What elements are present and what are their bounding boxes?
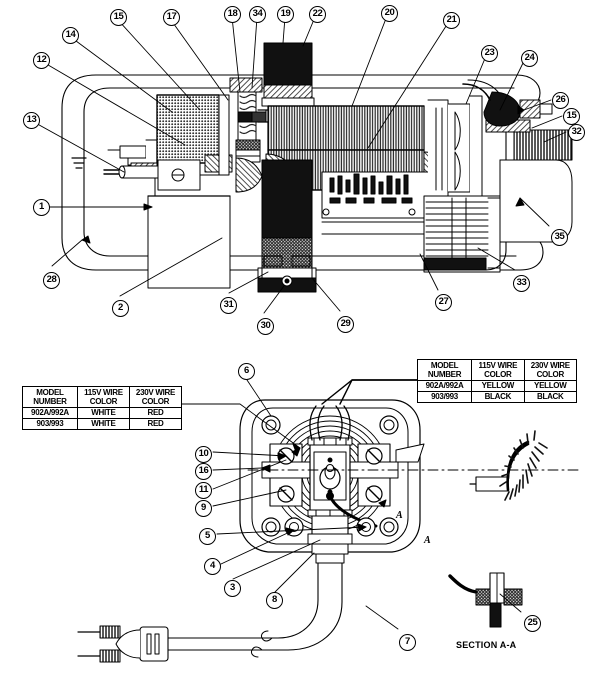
callout-19[interactable]: 19	[277, 6, 294, 23]
callout-5[interactable]: 5	[199, 528, 216, 545]
cell-115v: WHITE	[76, 418, 130, 430]
cell-model: 903/993	[416, 391, 473, 403]
header-115v-color: 115V WIRE COLOR	[471, 359, 525, 381]
cell-115v: BLACK	[471, 391, 525, 403]
callout-35[interactable]: 35	[551, 229, 568, 246]
callout-24[interactable]: 24	[521, 50, 538, 67]
terminal-pad-right	[349, 443, 399, 507]
callout-18[interactable]: 18	[224, 6, 241, 23]
callout-22[interactable]: 22	[309, 6, 326, 23]
table-row: 903/993 BLACK BLACK	[416, 391, 578, 403]
cell-model: 902A/992A	[22, 407, 78, 419]
callout-9[interactable]: 9	[195, 500, 212, 517]
section-mark-a-1: A	[396, 510, 403, 521]
motor-shaft-block	[261, 42, 315, 107]
callout-1[interactable]: 1	[33, 199, 50, 216]
section-mark-a-2: A	[424, 535, 431, 546]
callout-12[interactable]: 12	[33, 52, 50, 69]
callout-11[interactable]: 11	[195, 482, 212, 499]
callout-4[interactable]: 4	[204, 558, 221, 575]
leader-lines-top	[31, 15, 567, 314]
brush-detail	[469, 430, 548, 501]
table-row: 903/993 WHITE RED	[22, 418, 183, 430]
callout-31[interactable]: 31	[220, 297, 237, 314]
table-row: 902A/992A WHITE RED	[22, 407, 183, 419]
face-corner-bolts	[261, 415, 399, 537]
control-board	[321, 171, 431, 223]
callout-20[interactable]: 20	[381, 5, 398, 22]
section-aa-label: SECTION A-A	[456, 640, 517, 650]
callout-15-top[interactable]: 15	[110, 9, 127, 26]
header-230v-color: 230V WIRE COLOR	[523, 359, 578, 381]
callout-15-right[interactable]: 15	[563, 108, 580, 125]
callout-33[interactable]: 33	[513, 275, 530, 292]
header-230v-color: 230V WIRE COLOR	[128, 386, 183, 408]
callout-34[interactable]: 34	[249, 6, 266, 23]
callout-2[interactable]: 2	[112, 300, 129, 317]
cell-230v: RED	[128, 418, 183, 430]
callout-21[interactable]: 21	[443, 12, 460, 29]
leader-lines-bottom	[181, 379, 522, 630]
callout-32[interactable]: 32	[568, 124, 585, 141]
cell-model: 902A/992A	[416, 380, 473, 392]
callout-30[interactable]: 30	[257, 318, 274, 335]
fan-housing	[427, 95, 483, 201]
motor-end-face	[239, 399, 425, 564]
callout-13[interactable]: 13	[23, 112, 40, 129]
callout-25[interactable]: 25	[524, 615, 541, 632]
callout-16[interactable]: 16	[195, 463, 212, 480]
wire-leads-top	[309, 405, 351, 441]
header-model-number: MODEL NUMBER	[22, 386, 78, 408]
internal-pointers	[291, 447, 387, 508]
table-header-row: MODEL NUMBER 115V WIRE COLOR 230V WIRE C…	[416, 359, 578, 381]
callout-17[interactable]: 17	[163, 9, 180, 26]
callout-8[interactable]: 8	[266, 592, 283, 609]
center-switch	[307, 437, 353, 517]
cell-230v: BLACK	[523, 391, 578, 403]
wire-color-table-left: MODEL NUMBER 115V WIRE COLOR 230V WIRE C…	[22, 386, 183, 430]
header-model-number: MODEL NUMBER	[416, 359, 473, 381]
leader-arrows-top	[81, 105, 525, 244]
section-aa-detail	[448, 572, 523, 628]
callout-27[interactable]: 27	[435, 294, 452, 311]
ground-symbol	[71, 157, 87, 169]
shaft-left	[103, 159, 201, 191]
cell-230v: RED	[128, 407, 183, 419]
wire-color-table-right: MODEL NUMBER 115V WIRE COLOR 230V WIRE C…	[416, 359, 578, 403]
callout-28[interactable]: 28	[43, 272, 60, 289]
callout-7[interactable]: 7	[399, 634, 416, 651]
callout-3[interactable]: 3	[224, 580, 241, 597]
callout-23[interactable]: 23	[481, 45, 498, 62]
callout-14[interactable]: 14	[62, 27, 79, 44]
table-row: 902A/992A YELLOW YELLOW	[416, 380, 578, 392]
plug-prongs	[77, 625, 121, 663]
commutator-column	[257, 159, 317, 293]
table-header-row: MODEL NUMBER 115V WIRE COLOR 230V WIRE C…	[22, 386, 183, 408]
cell-230v: YELLOW	[523, 380, 578, 392]
leader-arrows-bottom	[261, 443, 367, 536]
cell-115v: YELLOW	[471, 380, 525, 392]
power-cord	[77, 562, 343, 663]
cell-115v: WHITE	[76, 407, 130, 419]
header-115v-color: 115V WIRE COLOR	[76, 386, 130, 408]
callout-26[interactable]: 26	[552, 92, 569, 109]
callout-29[interactable]: 29	[337, 316, 354, 333]
callout-10[interactable]: 10	[195, 446, 212, 463]
cell-model: 903/993	[22, 418, 78, 430]
callout-6[interactable]: 6	[238, 363, 255, 380]
